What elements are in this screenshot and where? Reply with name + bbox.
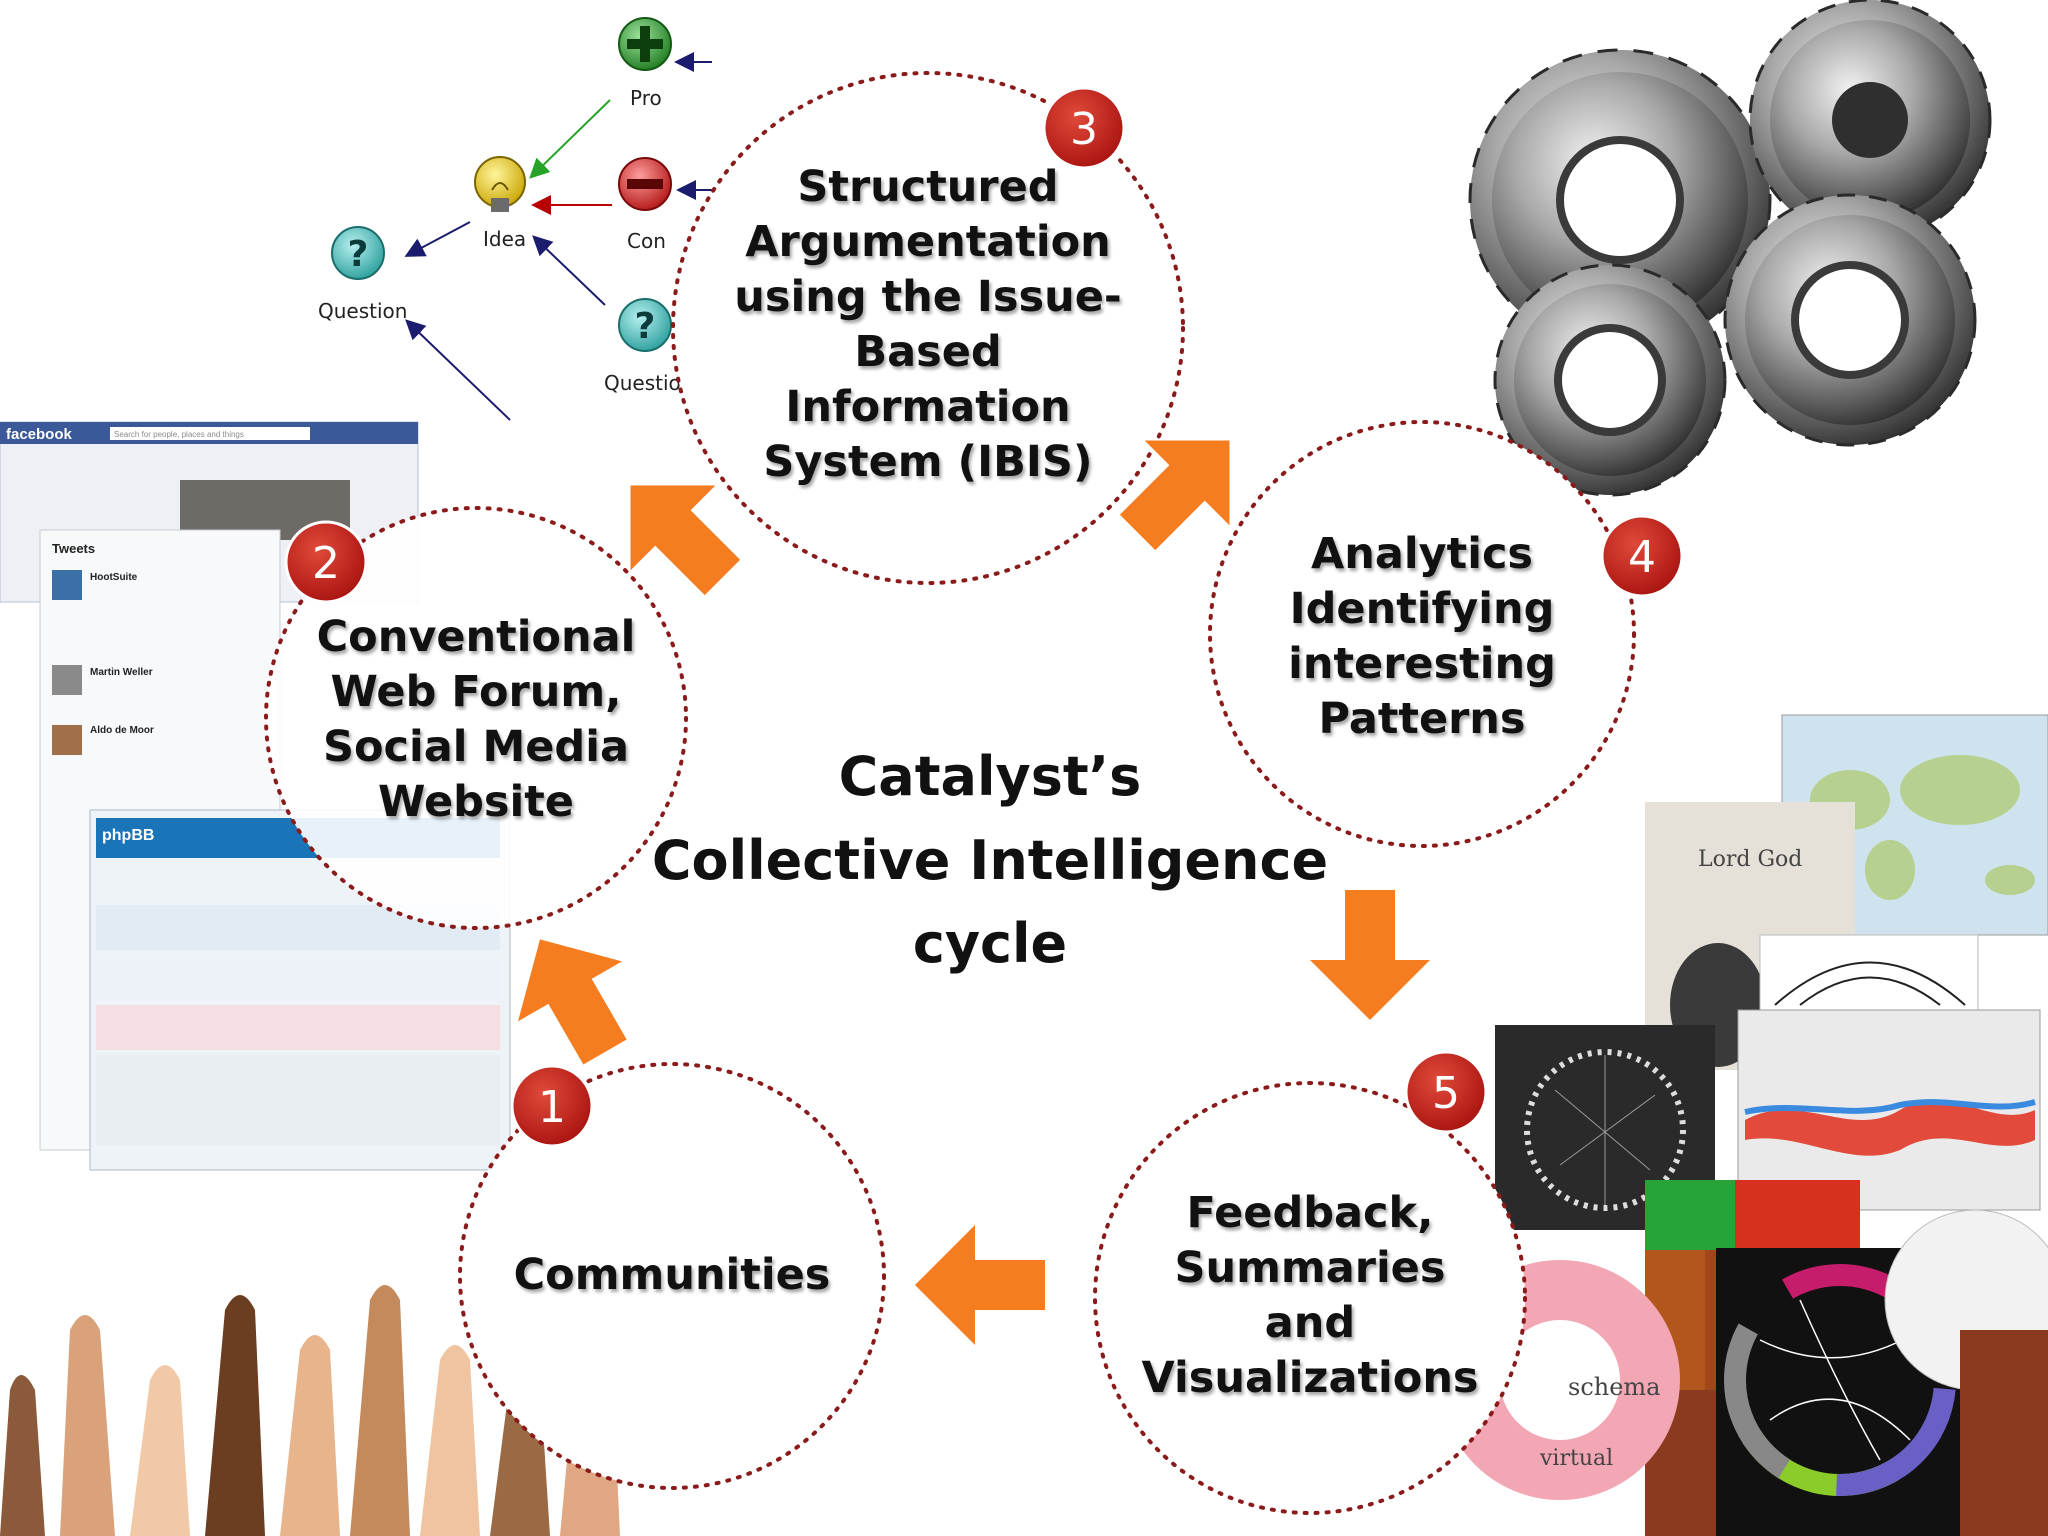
gear-icon-bottom-right <box>1723 193 1977 447</box>
stage-1-label: Communities <box>513 1250 831 1300</box>
forum-row <box>96 955 500 1000</box>
facebook-search-placeholder: Search for people, places and things <box>114 430 244 439</box>
gear-icon-top-left <box>1468 48 1772 352</box>
arrow-3-to-4 <box>1119 440 1230 551</box>
svg-text:4: 4 <box>1628 532 1656 583</box>
idea-to-question-link <box>404 221 471 257</box>
question-icon-left: ? <box>331 226 385 280</box>
lord-god-text: Lord God <box>1698 847 1802 872</box>
svg-text:?: ? <box>348 234 369 275</box>
forum-row <box>96 1055 500 1145</box>
gears-image <box>1468 0 1992 497</box>
side-treemap-visual <box>1960 1330 2048 1536</box>
stage-3-ring <box>671 71 1185 585</box>
stage-5-ring <box>1093 1081 1527 1515</box>
tweet-author-3: Aldo de Moor <box>90 725 154 736</box>
arrow-1-to-2 <box>518 939 627 1065</box>
cycle-title-line-3: cycle <box>912 912 1068 976</box>
question-left-label: Question <box>318 299 407 323</box>
stage-4-label: Analytics Identifying interesting Patter… <box>1288 529 1556 744</box>
question-to-idea-link <box>532 235 606 306</box>
stage-3-label: Structured Argumentation using the Issue… <box>734 162 1122 487</box>
arc-diagram-visual <box>1759 934 1979 1011</box>
visualizations-collage: Lord God schema virtual <box>1440 714 2048 1536</box>
phpbb-logo: phpBB <box>102 827 154 844</box>
tweets-heading: Tweets <box>52 541 95 556</box>
forum-row <box>96 1005 500 1050</box>
ibis-map: Pro Idea Con ? Question ? Question <box>318 17 712 421</box>
tweet-author-1: HootSuite <box>90 572 138 583</box>
lower-to-question-link <box>405 319 511 421</box>
arrow-5-to-1 <box>915 1225 1045 1345</box>
cycle-arrows <box>518 440 1430 1345</box>
gear-icon-bottom-left <box>1493 263 1727 497</box>
virtual-text: virtual <box>1539 1446 1613 1471</box>
svg-text:?: ? <box>635 306 656 347</box>
question-icon-right: ? <box>618 298 672 352</box>
stage-2-ring <box>264 506 688 930</box>
cycle-title: Catalyst’s Collective Intelligence cycle <box>640 735 1340 986</box>
facebook-logo: facebook <box>6 426 73 443</box>
raised-hands-image <box>0 1285 620 1536</box>
svg-text:5: 5 <box>1432 1068 1460 1119</box>
tweet-avatar-2 <box>52 665 82 695</box>
stage-rings <box>264 71 1636 1515</box>
idea-label: Idea <box>483 227 526 251</box>
gear-icon-top-right <box>1748 0 1992 242</box>
idea-bulb-icon <box>474 156 526 212</box>
badge-2: 2 <box>284 520 368 604</box>
pro-to-idea-link <box>529 99 611 179</box>
svg-text:3: 3 <box>1070 104 1098 155</box>
stage-2-label: Conventional Web Forum, Social Media Web… <box>316 612 636 827</box>
badge-3: 3 <box>1042 86 1126 170</box>
facebook-search-box <box>110 427 310 440</box>
badge-1: 1 <box>510 1064 594 1148</box>
badge-5: 5 <box>1404 1050 1488 1134</box>
tweet-avatar-1 <box>52 570 82 600</box>
pro-icon <box>618 17 672 71</box>
badge-4: 4 <box>1600 514 1684 598</box>
tweet-author-2: Martin Weller <box>90 667 153 678</box>
con-icon <box>618 157 672 211</box>
stage-1-ring <box>458 1062 886 1490</box>
svg-text:2: 2 <box>312 538 340 589</box>
cycle-title-line-2: Collective Intelligence <box>651 828 1329 892</box>
schema-text: schema <box>1568 1373 1660 1401</box>
stage-5-label: Feedback, Summaries and Visualizations <box>1141 1188 1479 1403</box>
tweet-avatar-3 <box>52 725 82 755</box>
arrow-4-to-5 <box>1310 890 1430 1020</box>
con-label: Con <box>627 229 666 253</box>
svg-text:1: 1 <box>538 1082 566 1133</box>
stage-4-ring <box>1208 420 1636 848</box>
stage-badges: 1 2 3 4 5 <box>284 86 1684 1148</box>
pro-label: Pro <box>630 86 662 110</box>
arrow-2-to-3 <box>630 485 741 596</box>
cycle-title-line-1: Catalyst’s <box>838 745 1142 808</box>
